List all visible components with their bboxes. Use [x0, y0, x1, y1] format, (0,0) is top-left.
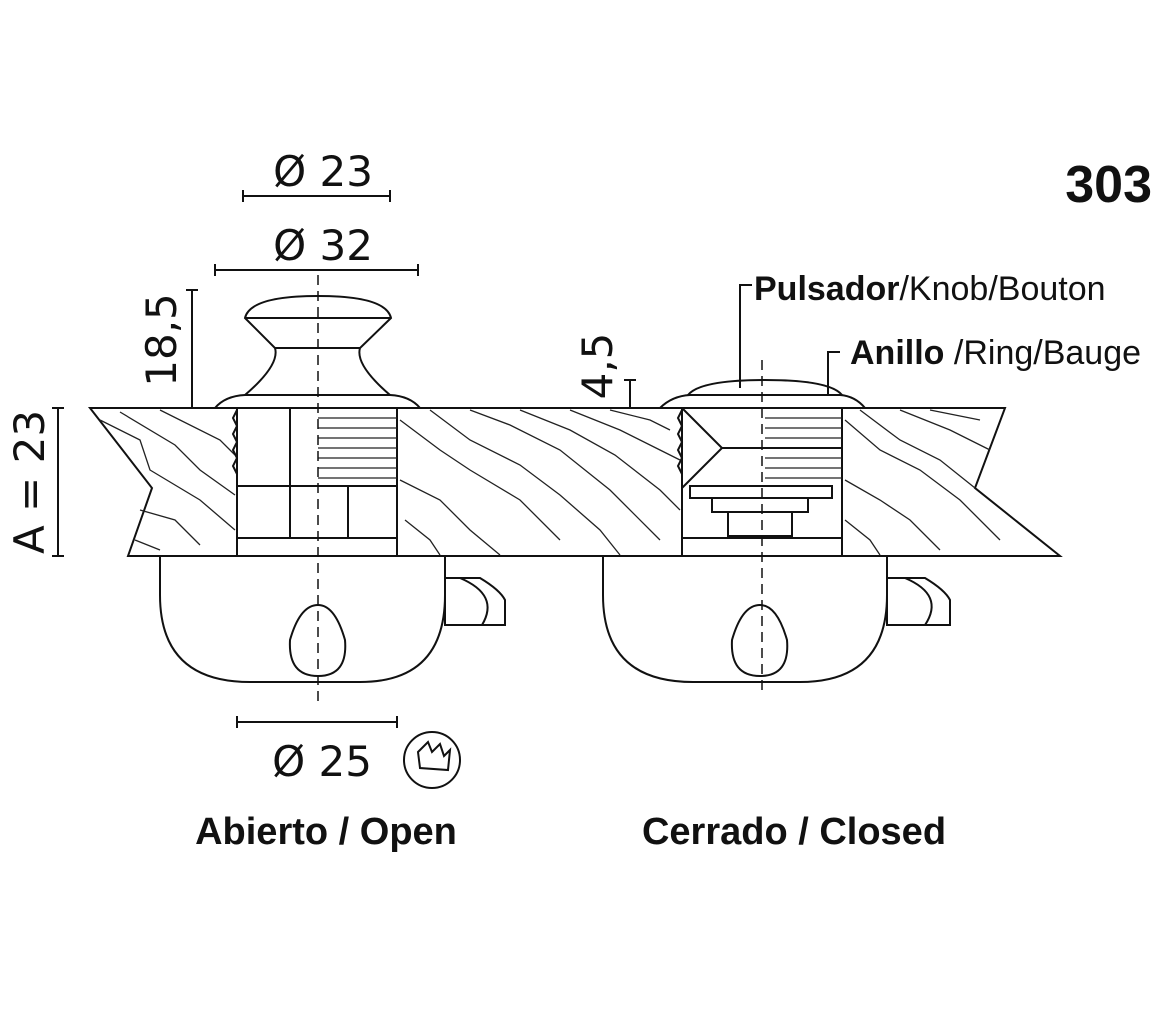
state-open-label: Abierto / Open — [195, 811, 457, 853]
callout-ring-bold: Anillo — [850, 334, 944, 372]
callout-ring-rest: /Ring/Bauge — [944, 334, 1141, 372]
wood-panel — [87, 407, 1063, 557]
dim-knob-diameter: Ø 23 — [273, 147, 373, 196]
latch-closed — [602, 360, 951, 692]
dimension-lines — [52, 190, 840, 728]
callout-knob: Pulsador/Knob/Bouton — [754, 270, 1106, 308]
dim-body-diameter: Ø 25 — [272, 737, 372, 786]
key-icon — [403, 731, 461, 789]
state-closed-label: Cerrado / Closed — [642, 811, 946, 853]
callout-knob-bold: Pulsador — [754, 270, 899, 308]
dim-knob-height: 18,5 — [137, 293, 186, 387]
latch-open — [159, 275, 506, 702]
callout-knob-rest: /Knob/Bouton — [899, 270, 1105, 308]
callout-ring: Anillo /Ring/Bauge — [850, 334, 1141, 372]
dim-thickness: A = 23 — [5, 410, 54, 554]
model-number: 303 — [1065, 156, 1152, 214]
dim-ring-height: 4,5 — [573, 333, 622, 400]
dim-ring-diameter: Ø 32 — [273, 221, 373, 270]
